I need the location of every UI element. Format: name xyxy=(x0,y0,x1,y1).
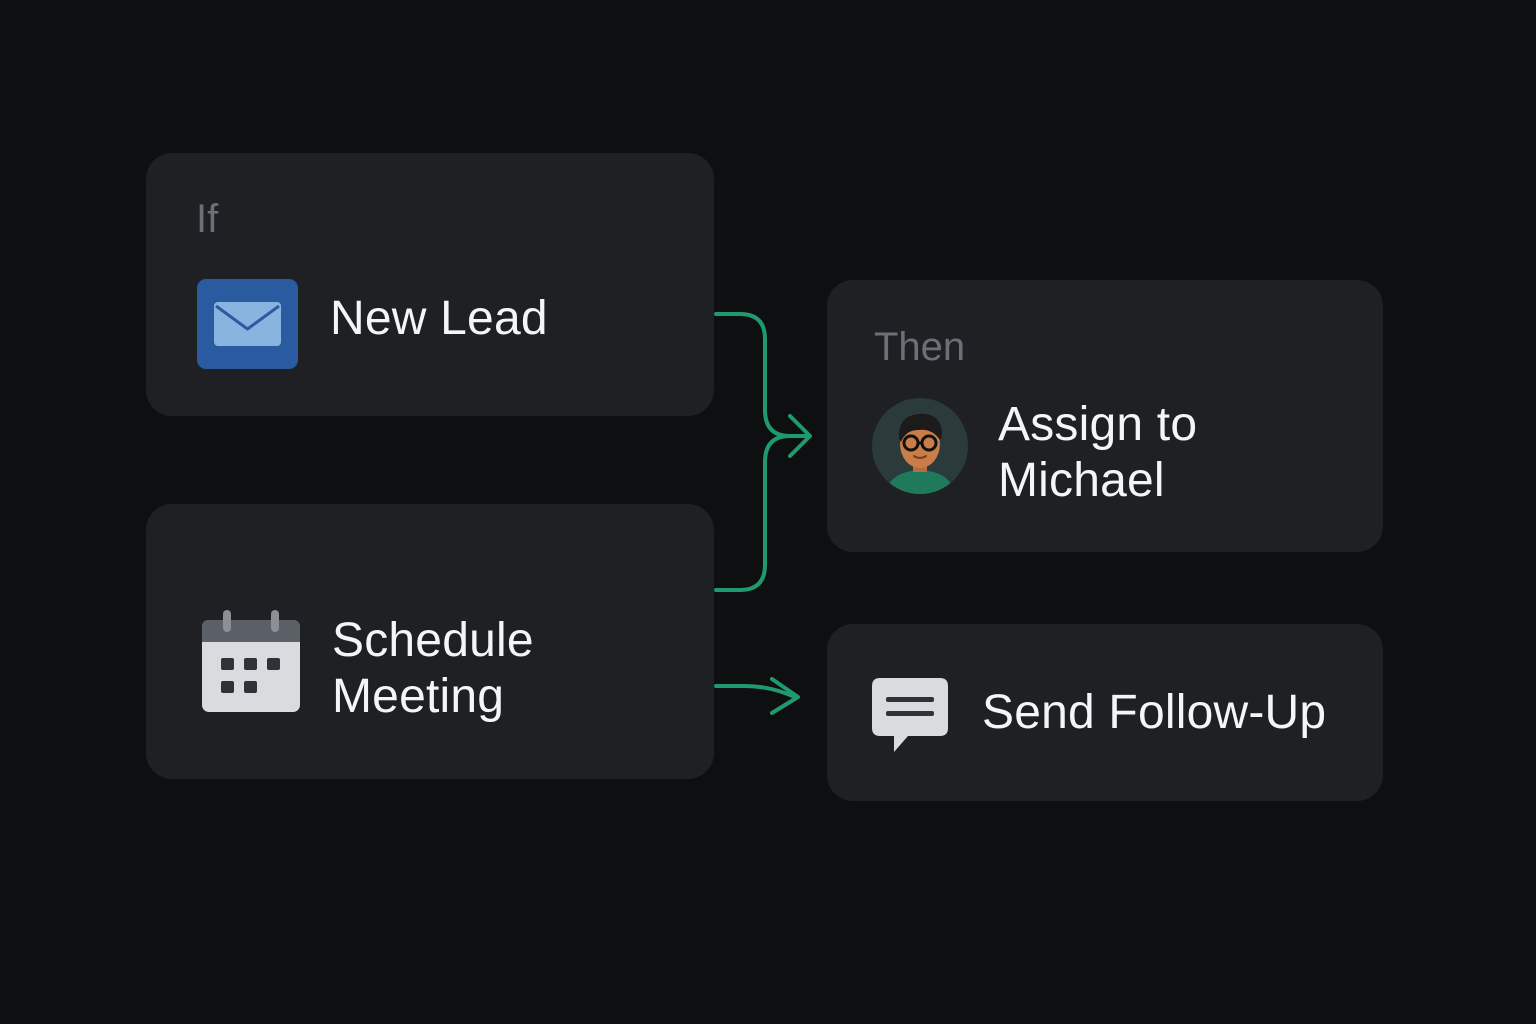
trigger-card-new-lead[interactable]: If New Lead xyxy=(146,153,714,416)
new-lead-title: New Lead xyxy=(330,292,548,345)
assign-line-2: Michael xyxy=(998,454,1165,507)
assign-title: Assign to Michael xyxy=(998,397,1197,509)
trigger-card-schedule-meeting[interactable]: Schedule Meeting xyxy=(146,504,714,779)
connector-new-lead-to-assign xyxy=(714,312,810,438)
schedule-meeting-line-2: Meeting xyxy=(332,670,505,723)
connector-schedule-to-assign xyxy=(714,434,792,592)
schedule-meeting-title: Schedule Meeting xyxy=(332,613,534,725)
follow-up-title: Send Follow-Up xyxy=(982,686,1327,739)
if-label: If xyxy=(196,197,219,241)
schedule-meeting-line-1: Schedule xyxy=(332,614,534,667)
mail-icon xyxy=(197,279,298,369)
arrowhead-follow-up-icon xyxy=(770,677,800,715)
arrowhead-assign-icon xyxy=(788,414,812,458)
chat-bubble-icon xyxy=(872,678,950,756)
action-card-assign[interactable]: Then Assign to xyxy=(827,280,1383,552)
assign-line-1: Assign to xyxy=(998,398,1198,451)
action-card-follow-up[interactable]: Send Follow-Up xyxy=(827,624,1383,801)
then-label: Then xyxy=(874,325,966,369)
connector-schedule-to-follow-up xyxy=(714,684,797,699)
avatar-icon xyxy=(872,398,968,494)
calendar-icon xyxy=(201,610,301,714)
